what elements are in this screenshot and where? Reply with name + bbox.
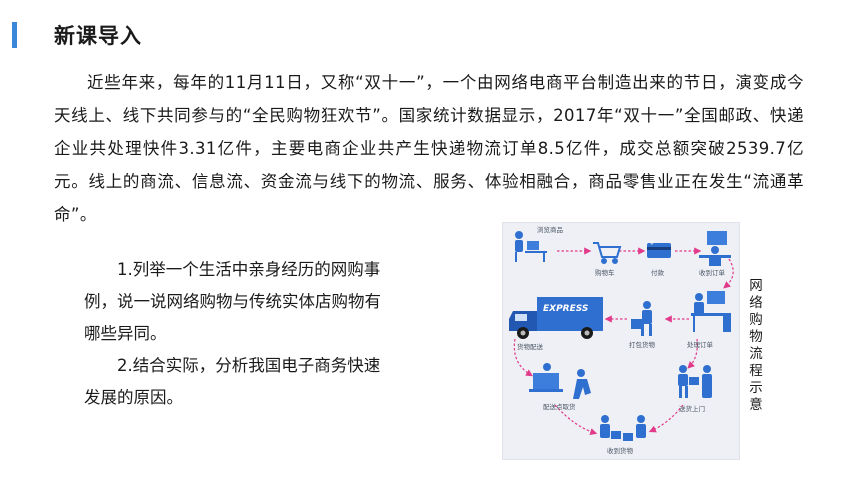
pickup-point-icon xyxy=(529,363,591,399)
accent-bar xyxy=(12,22,17,48)
intro-paragraph: 近些年来，每年的11月11日，又称“双十一”，一个由网络电商平台制造出来的节日，… xyxy=(54,73,804,224)
step-pay-label: 付款 xyxy=(651,268,665,277)
delivery-truck-icon: EXPRESS xyxy=(509,297,603,339)
step-process-order-label: 处理订单 xyxy=(687,340,714,349)
section-heading: 新课导入 xyxy=(54,24,142,48)
step-receive-order-label: 收到订单 xyxy=(699,268,726,277)
online-shopping-flow-figure: 浏览商品 购物车 ¥ 付款 收到订单 xyxy=(502,222,740,460)
shopping-cart-icon xyxy=(593,242,622,264)
receive-goods-icon xyxy=(600,415,646,441)
step-browse-label: 浏览商品 xyxy=(537,225,563,234)
question-1: 1.列举一个生活中亲身经历的网购事例，说一说网络购物与传统实体店购物有哪些异同。 xyxy=(84,260,381,343)
receive-order-icon xyxy=(699,231,731,266)
svg-text:¥: ¥ xyxy=(650,240,654,247)
step-delivery-label: 货物配送 xyxy=(517,342,544,351)
step-pack-label: 打包货物 xyxy=(629,340,656,349)
browse-goods-icon xyxy=(515,231,547,262)
step-pickup-label: 配送点取货 xyxy=(543,402,576,411)
truck-express-text: EXPRESS xyxy=(543,304,588,314)
door-delivery-icon xyxy=(678,365,712,398)
question-list: 1.列举一个生活中亲身经历的网购事例，说一说网络购物与传统实体店购物有哪些异同。… xyxy=(84,254,384,414)
step-cart-label: 购物车 xyxy=(595,268,615,277)
flow-arrows xyxy=(513,247,734,436)
question-2: 2.结合实际，分析我国电子商务快速发展的原因。 xyxy=(84,356,381,407)
payment-card-icon: ¥ xyxy=(647,240,671,258)
pack-goods-icon xyxy=(631,301,652,336)
step-receive-goods-label: 收到货物 xyxy=(607,446,634,455)
process-order-icon xyxy=(691,291,731,332)
step-door-delivery-label: 送货上门 xyxy=(679,404,705,413)
figure-caption: 网络购物流程示意 xyxy=(749,278,763,413)
flow-diagram: 浏览商品 购物车 ¥ 付款 收到订单 xyxy=(509,225,734,455)
